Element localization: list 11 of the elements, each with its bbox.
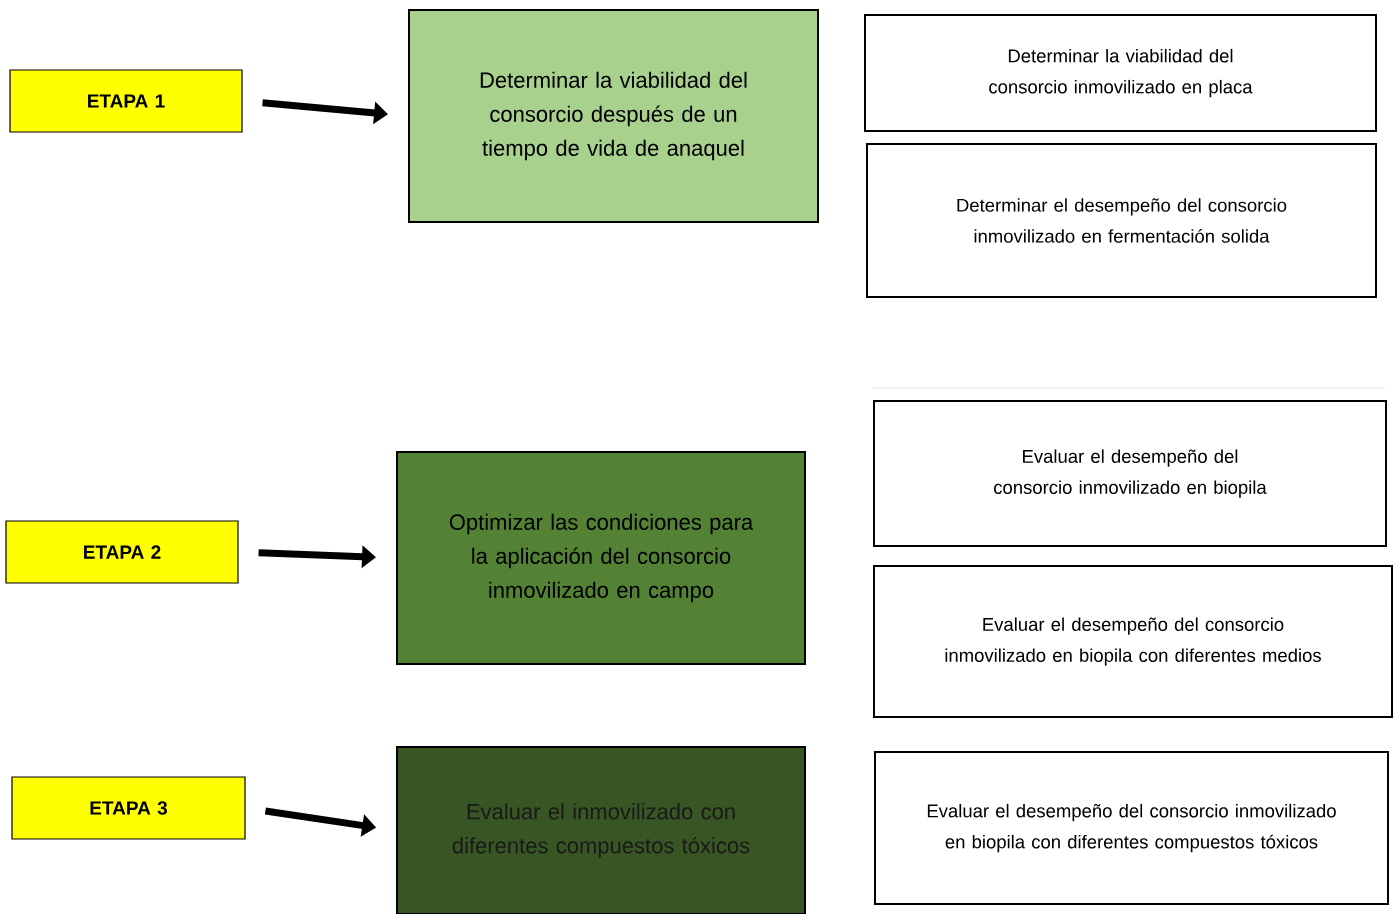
stage-label: ETAPA 2 [5, 520, 239, 584]
activity-box: Evaluar el desempeño del consorcio inmovilizado en biopila con diferentes compuestos tóxicos [874, 751, 1389, 905]
activity-box: Evaluar el desempeño del consorcio inmovilizado en biopila con diferentes medios [873, 565, 1393, 718]
activity-box: Determinar el desempeño del consorcio inmovilizado en fermentación solida [866, 143, 1377, 298]
stage-label: ETAPA 1 [9, 69, 243, 133]
objective-box: Determinar la viabilidad del consorcio después de un tiempo de vida de anaquel [408, 9, 819, 223]
activity-box: Evaluar el desempeño del consorcio inmovilizado en biopila [873, 400, 1387, 547]
stage-label: ETAPA 3 [11, 776, 246, 840]
objective-box: Evaluar el inmovilizado con diferentes compuestos tóxicos [396, 746, 806, 914]
activity-box: Determinar la viabilidad del consorcio inmovilizado en placa [864, 14, 1377, 132]
objective-box: Optimizar las condiciones para la aplicación del consorcio inmovilizado en campo [396, 451, 806, 665]
